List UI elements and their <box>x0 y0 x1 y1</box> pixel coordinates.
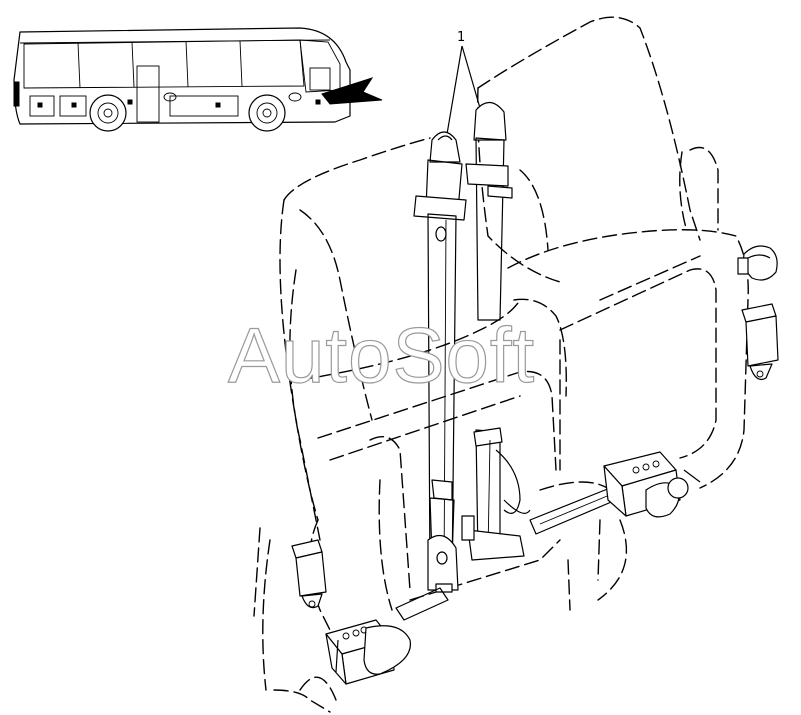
left-buckle-tongue <box>291 539 327 609</box>
callout-leader-lines <box>445 45 481 141</box>
rear-seat-outline <box>477 16 749 611</box>
location-arrow-icon <box>321 77 383 105</box>
right-shoulder-belt <box>461 101 531 561</box>
lap-belt-right <box>529 487 617 535</box>
right-retractor-buckle <box>603 451 701 518</box>
lap-belt-left <box>395 587 449 621</box>
rear-wheel <box>248 94 286 132</box>
front-seat-outline <box>253 137 621 713</box>
callout-number: 1 <box>457 30 466 45</box>
bus-thumbnail <box>13 27 351 132</box>
left-shoulder-belt <box>413 131 467 593</box>
front-wheel <box>89 94 127 132</box>
left-retractor-buckle <box>325 619 412 685</box>
seat-adjust-knob-icon <box>737 245 778 281</box>
right-buckle-tongue <box>741 303 779 381</box>
